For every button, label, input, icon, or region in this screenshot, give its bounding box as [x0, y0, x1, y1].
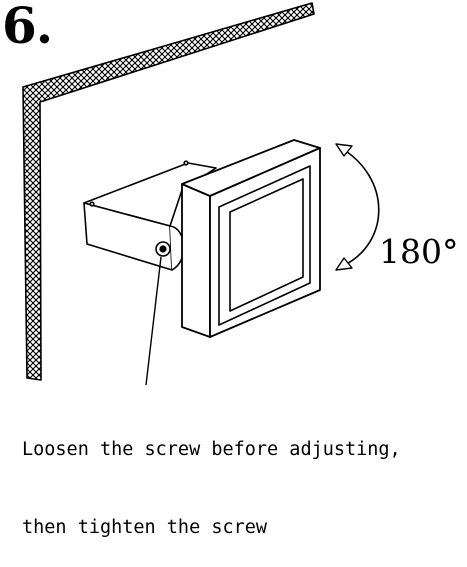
rotation-arrow	[335, 143, 380, 271]
screw-leader-line	[145, 256, 162, 386]
instruction-caption: Loosen the screw before adjusting, then …	[22, 385, 462, 567]
caption-line-2: then tighten the screw	[22, 517, 268, 538]
caption-line-1: Loosen the screw before adjusting,	[22, 439, 401, 460]
installation-diagram	[22, 2, 380, 386]
light-fixture-head	[181, 139, 321, 338]
step-number: 6.	[2, 0, 53, 55]
mounting-arm	[83, 160, 217, 271]
adjustment-screw	[155, 241, 171, 257]
rotation-angle-label: 180°	[379, 232, 459, 271]
wall-section	[22, 2, 315, 381]
